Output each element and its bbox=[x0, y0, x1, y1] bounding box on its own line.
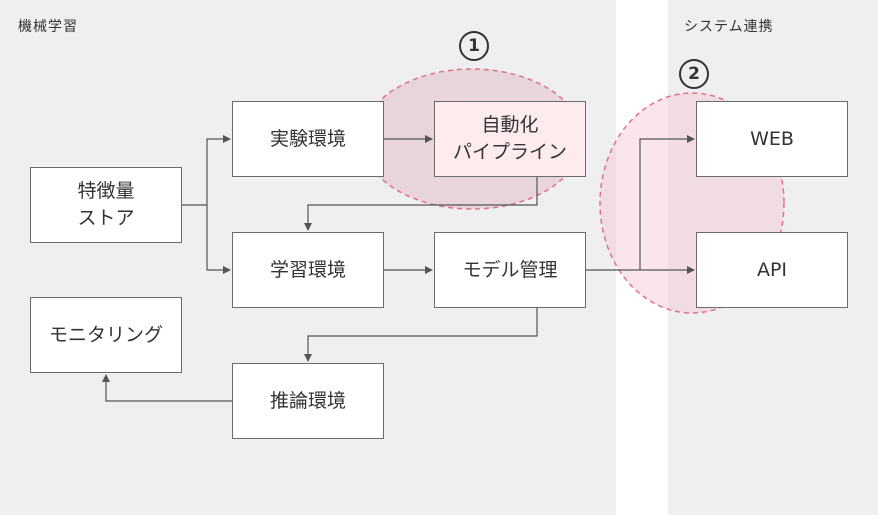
badge-1: 1 bbox=[459, 31, 489, 61]
connector-model-to-web bbox=[639, 135, 695, 270]
node-model-management: モデル管理 bbox=[434, 232, 586, 308]
badge-2: 2 bbox=[679, 59, 709, 89]
node-feature-store: 特徴量 ストア bbox=[30, 167, 182, 243]
connector-feature-to-training bbox=[206, 205, 231, 274]
node-monitoring: モニタリング bbox=[30, 297, 182, 373]
node-web: WEB bbox=[696, 101, 848, 177]
node-experiment-env: 実験環境 bbox=[232, 101, 384, 177]
connector-pipeline-to-training bbox=[304, 177, 538, 231]
connector-feature-to-experiment bbox=[182, 135, 231, 206]
node-auto-pipeline: 自動化 パイプライン bbox=[434, 101, 586, 177]
node-training-env: 学習環境 bbox=[232, 232, 384, 308]
connector-model-to-inference bbox=[304, 308, 538, 362]
node-inference-env: 推論環境 bbox=[232, 363, 384, 439]
node-api: API bbox=[696, 232, 848, 308]
system-integration-section-title: システム連携 bbox=[684, 19, 774, 35]
ml-section-title: 機械学習 bbox=[18, 19, 78, 35]
connector-inference-to-monitoring bbox=[102, 374, 232, 402]
